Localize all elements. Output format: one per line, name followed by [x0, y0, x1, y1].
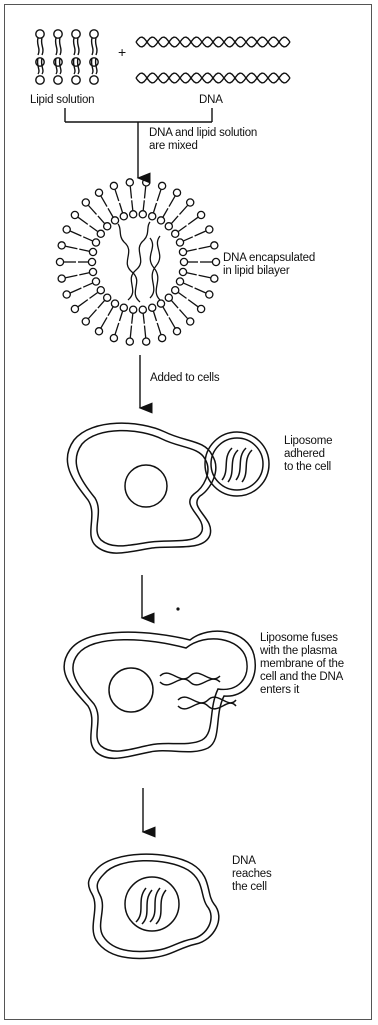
label-step-reaches: DNA reaches the cell	[232, 855, 272, 894]
bilayer-lipid	[126, 306, 137, 345]
label-step-adhered: Liposome adhered to the cell	[284, 435, 332, 474]
cell-with-adhered-liposome	[67, 423, 215, 553]
bilayer-lipid	[58, 268, 96, 282]
label-step-added: Added to cells	[150, 372, 219, 385]
bilayer-lipid	[180, 258, 219, 265]
cell-nucleus	[125, 465, 167, 507]
bilayer-lipid	[149, 182, 166, 220]
bilayer-lipid	[139, 179, 150, 218]
bilayer-lipid	[139, 306, 150, 345]
bilayer-lipid	[149, 304, 166, 342]
bilayer-lipid	[179, 242, 218, 256]
label-step-mixed: DNA and lipid solution are mixed	[149, 127, 257, 153]
label-dna: DNA	[199, 94, 223, 107]
speck	[176, 607, 179, 610]
lipid-molecule	[72, 30, 80, 84]
bilayer-lipid	[157, 189, 180, 224]
cell-nucleus	[109, 668, 153, 712]
bilayer-lipid	[126, 179, 137, 218]
encapsulated-dna	[118, 222, 160, 302]
bilayer-lipid	[157, 300, 180, 335]
lipid-molecule	[54, 30, 62, 84]
lipid-molecules	[36, 30, 98, 84]
adhered-liposome	[205, 432, 269, 496]
bilayer-lipid	[95, 300, 118, 335]
liposome-with-dna	[56, 179, 219, 345]
plus-sign: +	[118, 46, 126, 59]
dna-strand	[136, 37, 290, 47]
lipid-molecule	[90, 30, 98, 84]
bilayer-lipid	[95, 189, 118, 224]
label-step-encapsulated: DNA encapsulated in lipid bilayer	[223, 252, 315, 278]
bilayer-lipid	[82, 294, 111, 325]
label-lipid-solution: Lipid solution	[30, 94, 94, 107]
bilayer-lipid	[165, 199, 194, 230]
bilayer-lipid	[58, 242, 96, 256]
bilayer-lipid	[110, 182, 127, 220]
bilayer-lipid	[110, 304, 127, 342]
bilayer-lipid	[56, 258, 95, 265]
dna-strand	[136, 73, 290, 83]
cell-with-dna-in-nucleus	[89, 854, 219, 958]
bilayer-lipid	[82, 199, 111, 230]
dna-strands-top	[136, 37, 290, 83]
label-step-fuses: Liposome fuses with the plasma membrane …	[260, 632, 344, 697]
bilayer-lipid	[179, 268, 218, 282]
lipid-molecule	[36, 30, 44, 84]
bilayer-lipid	[165, 294, 194, 325]
nucleus-with-dna	[125, 877, 179, 931]
cell-fusing-liposome	[64, 631, 255, 758]
